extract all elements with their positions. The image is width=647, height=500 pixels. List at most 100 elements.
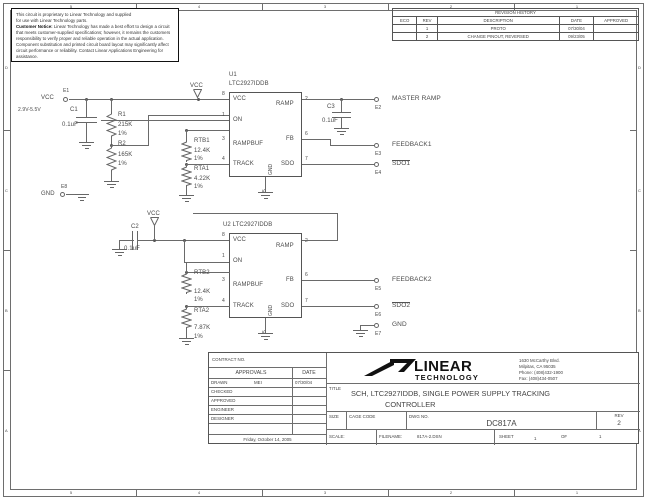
- ic-u2-pin-sdo-num: 7: [305, 298, 308, 304]
- terminal-e3[interactable]: [374, 143, 379, 148]
- border-col-2: 2: [449, 4, 453, 9]
- vcc-net-symbol-u1: [193, 89, 202, 98]
- wire-c2-left: [119, 240, 134, 241]
- c2-value: 0.1uF: [124, 246, 140, 252]
- ic-u1-part: LTC2927IDDB: [229, 81, 269, 87]
- terminal-e5-label: FEEDBACK2: [392, 276, 432, 283]
- ic-u2-ref: U2: [223, 222, 231, 228]
- terminal-e3-id: E3: [375, 151, 382, 157]
- border-col-2-bottom: 2: [449, 490, 453, 495]
- wire-u1-sdo-out: [302, 164, 375, 165]
- revision-history-table: REVISION HISTORY ECO REV DESCRIPTION DAT…: [391, 8, 639, 41]
- border-row-b-right: B: [638, 308, 641, 313]
- wire-rta1-bottom: [186, 187, 187, 195]
- dwg-no-value: DC817A: [486, 419, 517, 428]
- rta2-value: 7.87K: [194, 325, 211, 331]
- tb-logo-underline: [326, 383, 640, 384]
- ic-u2-pin-fb-label: FB: [286, 277, 294, 283]
- wire-u2-gnd: [265, 318, 266, 333]
- ic-u2-pin-vcc-num: 8: [222, 232, 225, 238]
- frame-tick: [3, 130, 10, 131]
- border-col-5: 5: [69, 4, 73, 9]
- terminal-e8[interactable]: [60, 192, 65, 197]
- ic-u2-body[interactable]: [229, 233, 302, 318]
- terminal-e1-id: E1: [63, 88, 70, 94]
- notice-line-1: This circuit is proprietary to Linear Te…: [16, 12, 132, 17]
- border-row-c-right: C: [638, 188, 641, 193]
- sheet-label: SHEET: [499, 434, 514, 439]
- rev-eco: [391, 32, 418, 41]
- approval-role-designer: DESIGNER: [211, 416, 234, 421]
- frame-right: [643, 3, 644, 497]
- table-row: 1 PROTO 07/30/04: [391, 24, 639, 33]
- vcc-rail-label: VCC: [41, 95, 54, 101]
- terminal-e4-label: SDO1: [392, 160, 411, 168]
- notice-line-2: for use with Linear Technology parts.: [16, 17, 88, 23]
- approval-role-approved: APPROVED: [211, 398, 236, 403]
- wire-rtb1-top: [186, 130, 187, 140]
- tb-sheet-divider: [494, 429, 495, 445]
- terminal-e4[interactable]: [374, 162, 379, 167]
- vcc-net-label-u2: VCC: [147, 211, 160, 217]
- revision-col-eco: ECO: [391, 16, 418, 25]
- ic-u1-pin-vcc-num: 8: [222, 91, 225, 97]
- r1-value: 215K: [118, 122, 133, 128]
- wire-divider-tap-up: [148, 115, 149, 146]
- wire-c1-bottom: [86, 122, 87, 142]
- revision-col-rev: REV: [416, 16, 438, 25]
- title-block: CONTRACT NO. APPROVALS DATE DRAWN MEI 07…: [208, 352, 640, 445]
- wire-u1-fb-a: [302, 139, 330, 140]
- frame-tick: [514, 3, 515, 10]
- wire-r1-r2: [111, 138, 112, 146]
- terminal-e5[interactable]: [374, 278, 379, 283]
- approval-role-drawn: DRAWN: [211, 380, 228, 385]
- frame-inner-right: [636, 10, 637, 489]
- border-col-3: 3: [323, 4, 327, 9]
- terminal-e1[interactable]: [63, 97, 68, 102]
- ic-u2-part: LTC2927IDDB: [232, 222, 273, 228]
- approval-date-drawn: 07/30/04: [295, 380, 313, 385]
- wire-rtb2-top: [186, 262, 187, 272]
- rta1-tol: 1%: [194, 184, 203, 190]
- rta2-tol: 1%: [194, 334, 203, 340]
- sheet-value: 1: [534, 436, 537, 441]
- terminal-e3-label: FEEDBACK1: [392, 141, 432, 148]
- date-label: DATE: [302, 370, 316, 376]
- wire-u2-sdo-out: [302, 306, 375, 307]
- terminal-e6[interactable]: [374, 304, 379, 309]
- wire-c1-top: [86, 99, 87, 117]
- wire-e7-gnd-drop: [360, 325, 361, 330]
- tb-row-line: [209, 405, 326, 406]
- frame-tick: [630, 250, 637, 251]
- border-row-a: A: [5, 428, 8, 433]
- ic-u1-body[interactable]: [229, 92, 302, 177]
- ic-u2-pin-ramp-label: RAMP: [276, 243, 294, 249]
- border-col-3-bottom: 3: [323, 490, 327, 495]
- drawing-title-line1: SCH, LTC2927IDDB, SINGLE POWER SUPPLY TR…: [351, 389, 551, 398]
- tb-contract-underline: [209, 367, 326, 368]
- wire-track2: [186, 306, 230, 307]
- tb-row-line: [209, 396, 326, 397]
- wire-u1-gnd: [265, 177, 266, 192]
- ic-u1-pin-fb-label: FB: [286, 136, 294, 142]
- wire-c3-bottom: [341, 117, 342, 128]
- tb-row-line: [209, 387, 326, 388]
- tb-cage-divider: [406, 411, 407, 429]
- terminal-e2[interactable]: [374, 97, 379, 102]
- approval-role-checked: CHECKED: [211, 389, 233, 394]
- contract-no-label: CONTRACT NO.: [212, 357, 246, 362]
- wire-rta2-bottom: [186, 329, 187, 338]
- revision-col-approved: APPROVED: [593, 16, 639, 25]
- resistor-r2: [106, 146, 117, 172]
- rtb2-tol: 1%: [194, 297, 203, 303]
- border-col-4-bottom: 4: [197, 490, 201, 495]
- rev-desc: CHANGE PINOUT, REVERSED: [436, 32, 560, 41]
- tb-dwg-underline: [326, 429, 640, 430]
- wire-u1-fb-b: [330, 145, 375, 146]
- ic-u2-ref-part: U2 LTC2927IDDB: [223, 222, 272, 230]
- wire-u2-on: [184, 262, 229, 263]
- tb-date-divider: [292, 367, 293, 435]
- ic-u1-pin-track-label: TRACK: [233, 161, 254, 167]
- rev-date: 09/23/05: [558, 32, 595, 41]
- ic-u2-pin-vcc-label: VCC: [233, 237, 246, 243]
